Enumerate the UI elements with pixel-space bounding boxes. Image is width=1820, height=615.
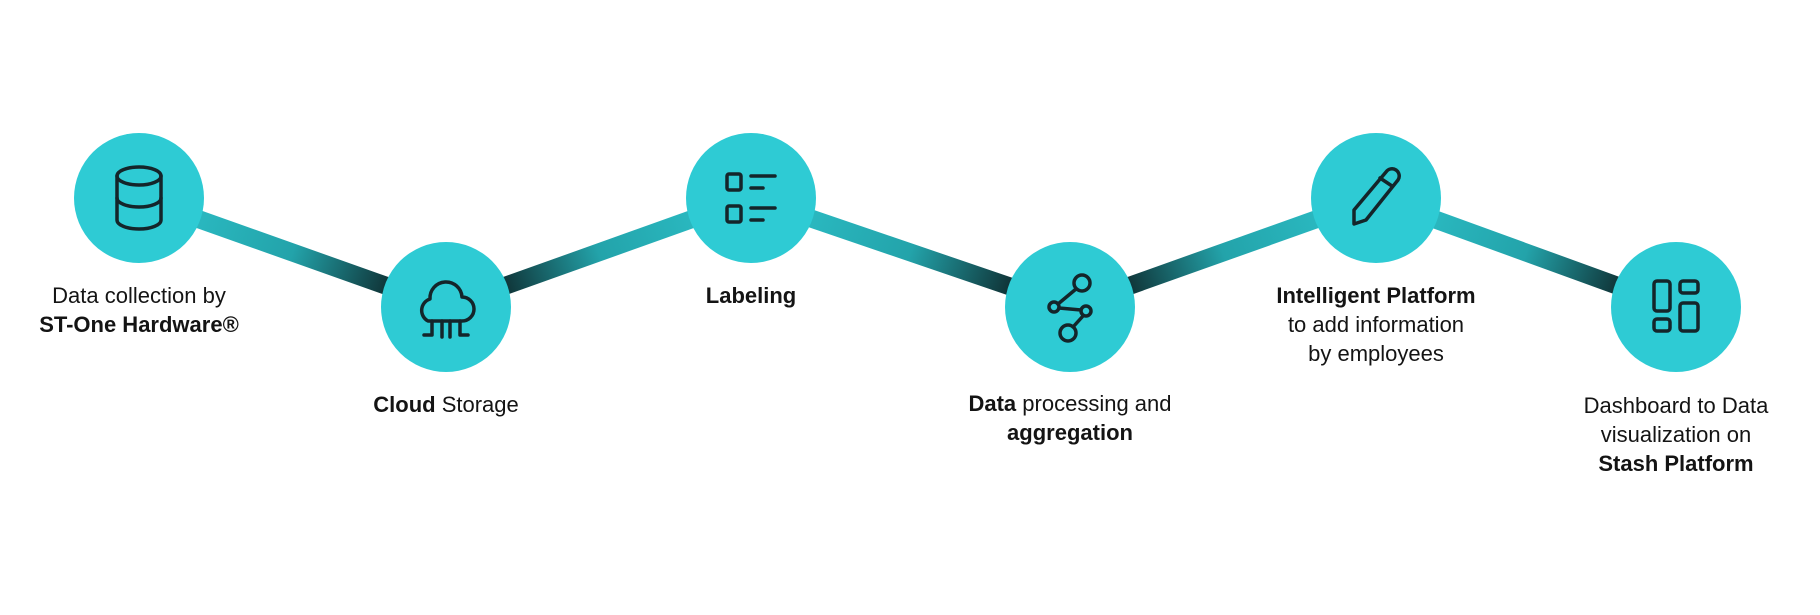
step-label-line: aggregation [920,418,1220,447]
step-label-line: Cloud Storage [296,390,596,419]
cloud-network-icon [419,280,476,339]
bold-text: Cloud [373,392,436,417]
step-label-line: Labeling [601,281,901,310]
pencil-icon [1352,167,1401,226]
bold-text: ST-One Hardware® [39,312,239,337]
step-label-line: Intelligent Platform [1226,281,1526,310]
step-circle [381,242,511,372]
step-label-line: Dashboard to Data [1526,391,1820,420]
text: Data collection by [52,283,226,308]
step-node [1611,242,1741,372]
step-node [74,133,204,263]
bold-text: Data [968,391,1017,416]
database-icon [115,165,163,231]
step-label-line: ST-One Hardware® [0,310,289,339]
step-label: Labeling [601,281,901,310]
text: Storage [435,392,519,417]
step-label-line: to add information [1226,310,1526,339]
step-label: Cloud Storage [296,390,596,419]
step-circle [686,133,816,263]
text: visualization on [1600,422,1752,447]
step-circle [1311,133,1441,263]
bold-text: Intelligent Platform [1276,283,1476,308]
step-label: Dashboard to Data visualization on Stash P… [1526,391,1820,478]
step-label-line: Data collection by [0,281,289,310]
step-node [1311,133,1441,263]
step-label-line: by employees [1226,339,1526,368]
text: processing and [1016,391,1172,416]
step-label-line: Stash Platform [1526,449,1820,478]
step-node [381,242,511,372]
bold-text: Labeling [705,283,797,308]
text: Dashboard to Data [1583,393,1769,418]
checklist-icon [725,172,777,224]
bold-text: aggregation [1007,420,1133,445]
step-node [686,133,816,263]
step-circle [1005,242,1135,372]
step-circle [1611,242,1741,372]
step-label: Intelligent Platform to add information by… [1226,281,1526,368]
text: by employees [1308,341,1444,366]
step-circle [74,133,204,263]
share-nodes-icon [1047,273,1093,343]
step-label: Data collection by ST-One Hardware® [0,281,289,339]
bold-text: Stash Platform [1598,451,1754,476]
step-label-line: visualization on [1526,420,1820,449]
text: to add information [1287,312,1465,337]
step-label-line: Data processing and [920,389,1220,418]
step-node [1005,242,1135,372]
dashboard-icon [1652,279,1700,333]
